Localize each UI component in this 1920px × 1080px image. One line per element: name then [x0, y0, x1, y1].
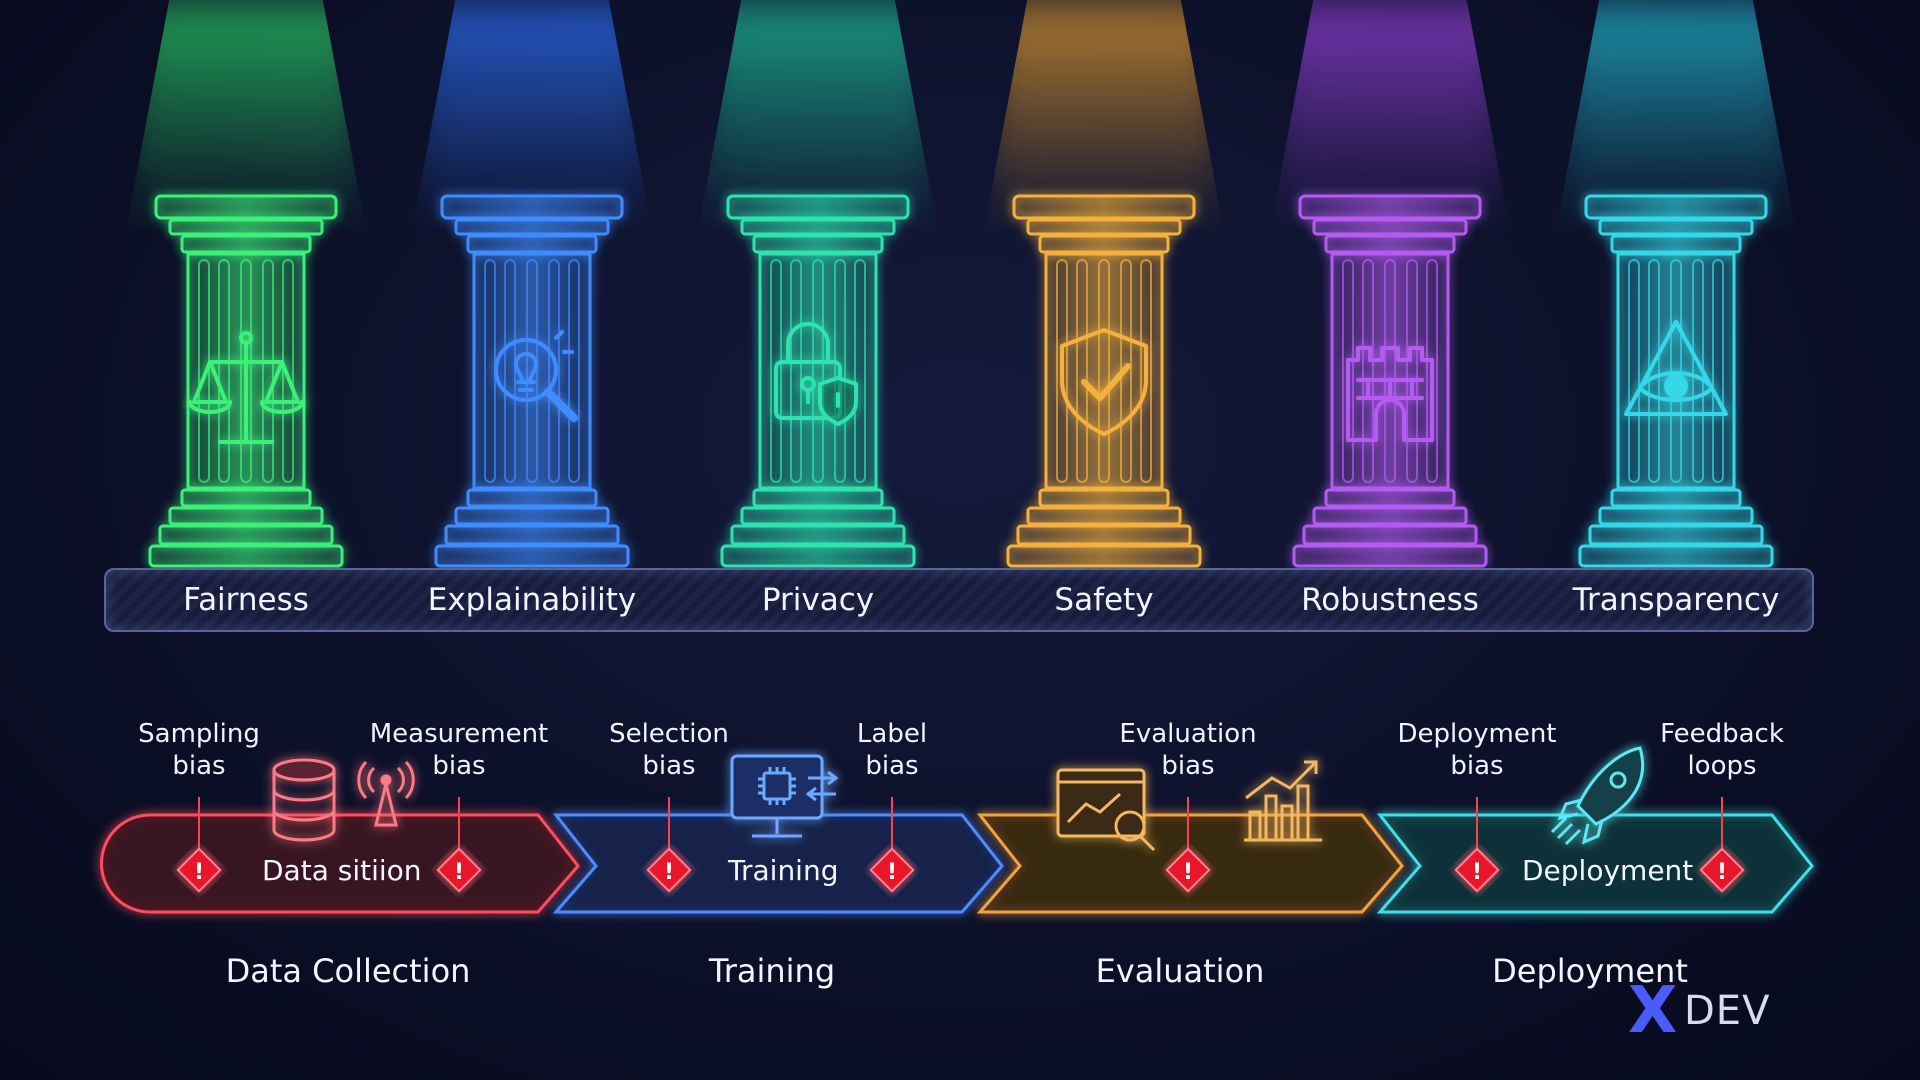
logo-text: DEV: [1684, 988, 1771, 1034]
pillar-label-transparency: Transparency: [1572, 582, 1780, 618]
pillar-label-fairness: Fairness: [183, 582, 309, 618]
bias-marker-label: !: [869, 797, 915, 893]
scales-icon: [188, 331, 304, 444]
light-beam-safety: [984, 0, 1224, 230]
stage-label-data-collection: Data Collection: [225, 952, 471, 990]
pillar-fairness: [148, 192, 344, 570]
light-beam-privacy: [698, 0, 938, 230]
light-beam-explainability: [412, 0, 652, 230]
svg-text:!: !: [454, 860, 464, 885]
stage-label-evaluation: Evaluation: [1095, 952, 1265, 990]
castle-tower-icon: [1346, 346, 1434, 442]
bias-marker-selection: !: [646, 797, 692, 893]
svg-text:!: !: [887, 860, 897, 885]
stage-inner-label-training: Training: [728, 854, 839, 887]
light-beam-transparency: [1556, 0, 1796, 230]
bias-marker-feedback-loops: !: [1699, 797, 1745, 893]
logo-mark: X: [1628, 974, 1678, 1048]
pillar-explainability: [434, 192, 630, 570]
pillar-robustness: [1292, 192, 1488, 570]
svg-text:!: !: [1183, 860, 1193, 885]
stage-inner-label-data-collection: Data sitiion: [262, 854, 422, 887]
svg-text:!: !: [664, 860, 674, 885]
pillar-label-explainability: Explainability: [427, 582, 637, 618]
pillar-label-robustness: Robustness: [1301, 582, 1479, 618]
padlock-shield-icon: [774, 322, 858, 426]
chart-magnifier-icon: [1056, 768, 1156, 852]
stage-arrow-evaluation: [976, 813, 1404, 914]
bias-marker-measurement: !: [436, 797, 482, 893]
svg-text:!: !: [194, 860, 204, 885]
pillar-safety: [1006, 192, 1202, 570]
pillar-label-safety: Safety: [1054, 582, 1154, 618]
svg-text:!: !: [1472, 860, 1482, 885]
bias-marker-sampling: !: [176, 797, 222, 893]
bias-marker-deployment: !: [1454, 797, 1500, 893]
magnifier-lightbulb-icon: [494, 330, 578, 422]
eye-icon: [1624, 320, 1728, 416]
svg-text:!: !: [1717, 860, 1727, 885]
stage-label-training: Training: [708, 952, 836, 990]
shield-check-icon: [1060, 328, 1148, 436]
pillar-label-privacy: Privacy: [761, 582, 875, 618]
stage-label-deployment: Deployment: [1492, 952, 1688, 990]
stage-inner-label-deployment: Deployment: [1522, 854, 1694, 887]
pillar-transparency: [1578, 192, 1774, 570]
bias-marker-evaluation: !: [1165, 797, 1211, 893]
xdev-logo: X DEV: [1628, 974, 1908, 1050]
pillar-privacy: [720, 192, 916, 570]
light-beam-fairness: [126, 0, 366, 230]
pillar-base-strip: [104, 568, 1814, 632]
light-beam-robustness: [1270, 0, 1510, 230]
